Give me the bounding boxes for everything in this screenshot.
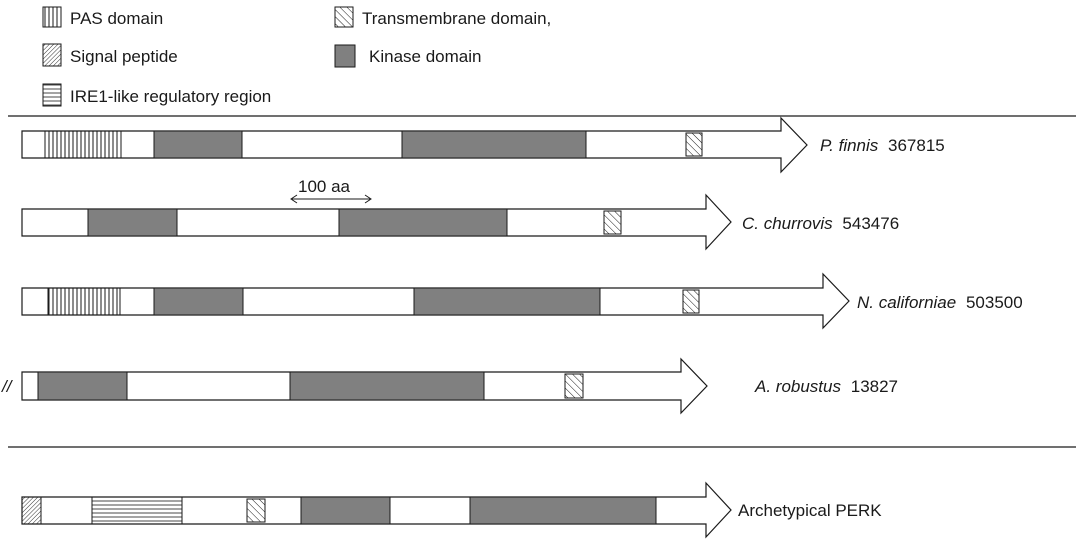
legend-label-kinase: Kinase domain <box>369 47 481 66</box>
kinase-domain <box>37 371 128 401</box>
pas-domain <box>47 287 121 316</box>
legend-item-pas: PAS domain <box>42 6 163 28</box>
kinase-domain <box>300 496 391 525</box>
ire1-region <box>91 496 183 525</box>
pas-domain <box>44 130 122 159</box>
kinase-domain <box>153 130 243 159</box>
protein-label: P. finnis 367815 <box>820 136 945 155</box>
transmembrane-domain <box>564 373 584 399</box>
signal-peptide <box>21 496 42 525</box>
kinase-domain <box>87 208 178 237</box>
protein-n-californiae: N. californiae 503500 <box>21 272 1023 330</box>
protein-id: 13827 <box>851 377 898 396</box>
kinase-domain <box>338 208 508 237</box>
legend-label-pas: PAS domain <box>70 9 163 28</box>
protein-label: A. robustus 13827 <box>754 377 898 396</box>
protein-species: N. californiae <box>857 293 956 312</box>
protein-label: Archetypical PERK <box>738 501 882 520</box>
protein-label: N. californiae 503500 <box>857 293 1023 312</box>
legend-item-tm: Transmembrane domain, <box>334 6 551 28</box>
legend-item-kinase: Kinase domain <box>334 44 481 68</box>
ire1-swatch <box>42 83 62 107</box>
truncation-mark: // <box>1 377 14 396</box>
tm-swatch <box>334 6 354 28</box>
legend-label-ire1: IRE1-like regulatory region <box>70 87 271 106</box>
legend-label-signal: Signal peptide <box>70 47 178 66</box>
scale-bar-arrow-right <box>364 194 372 204</box>
transmembrane-domain <box>603 210 622 235</box>
protein-p-finnis: P. finnis 367815 <box>21 116 945 174</box>
kinase-domain <box>153 287 244 316</box>
transmembrane-domain <box>246 498 266 523</box>
protein-id: Archetypical PERK <box>738 501 882 520</box>
scale-bar-arrow-left <box>290 194 298 204</box>
protein-species: P. finnis <box>820 136 879 155</box>
protein-a-robustus: // A. robustus 13827 <box>1 357 898 415</box>
pas-swatch <box>42 6 62 28</box>
kinase-domain <box>401 130 587 159</box>
protein-id: 367815 <box>888 136 945 155</box>
scale-bar: 100 aa <box>290 177 372 204</box>
transmembrane-domain <box>682 289 700 314</box>
kinase-domain <box>289 371 485 401</box>
protein-c-churrovis: C. churrovis 543476 <box>21 193 899 251</box>
protein-species: C. churrovis <box>742 214 833 233</box>
legend: PAS domain Transmembrane domain, Signal … <box>42 6 551 107</box>
legend-label-tm: Transmembrane domain, <box>362 9 551 28</box>
signal-swatch <box>42 43 62 67</box>
legend-item-ire1: IRE1-like regulatory region <box>42 83 271 107</box>
kinase-swatch <box>334 44 356 68</box>
scale-bar-label: 100 aa <box>298 177 351 196</box>
protein-id: 543476 <box>842 214 899 233</box>
protein-label: C. churrovis 543476 <box>742 214 899 233</box>
legend-item-signal: Signal peptide <box>42 43 178 67</box>
kinase-domain <box>413 287 601 316</box>
kinase-domain <box>469 496 657 525</box>
protein-archetypical-perk: Archetypical PERK <box>21 481 882 539</box>
transmembrane-domain <box>685 132 703 157</box>
protein-id: 503500 <box>966 293 1023 312</box>
protein-species: A. robustus <box>754 377 841 396</box>
